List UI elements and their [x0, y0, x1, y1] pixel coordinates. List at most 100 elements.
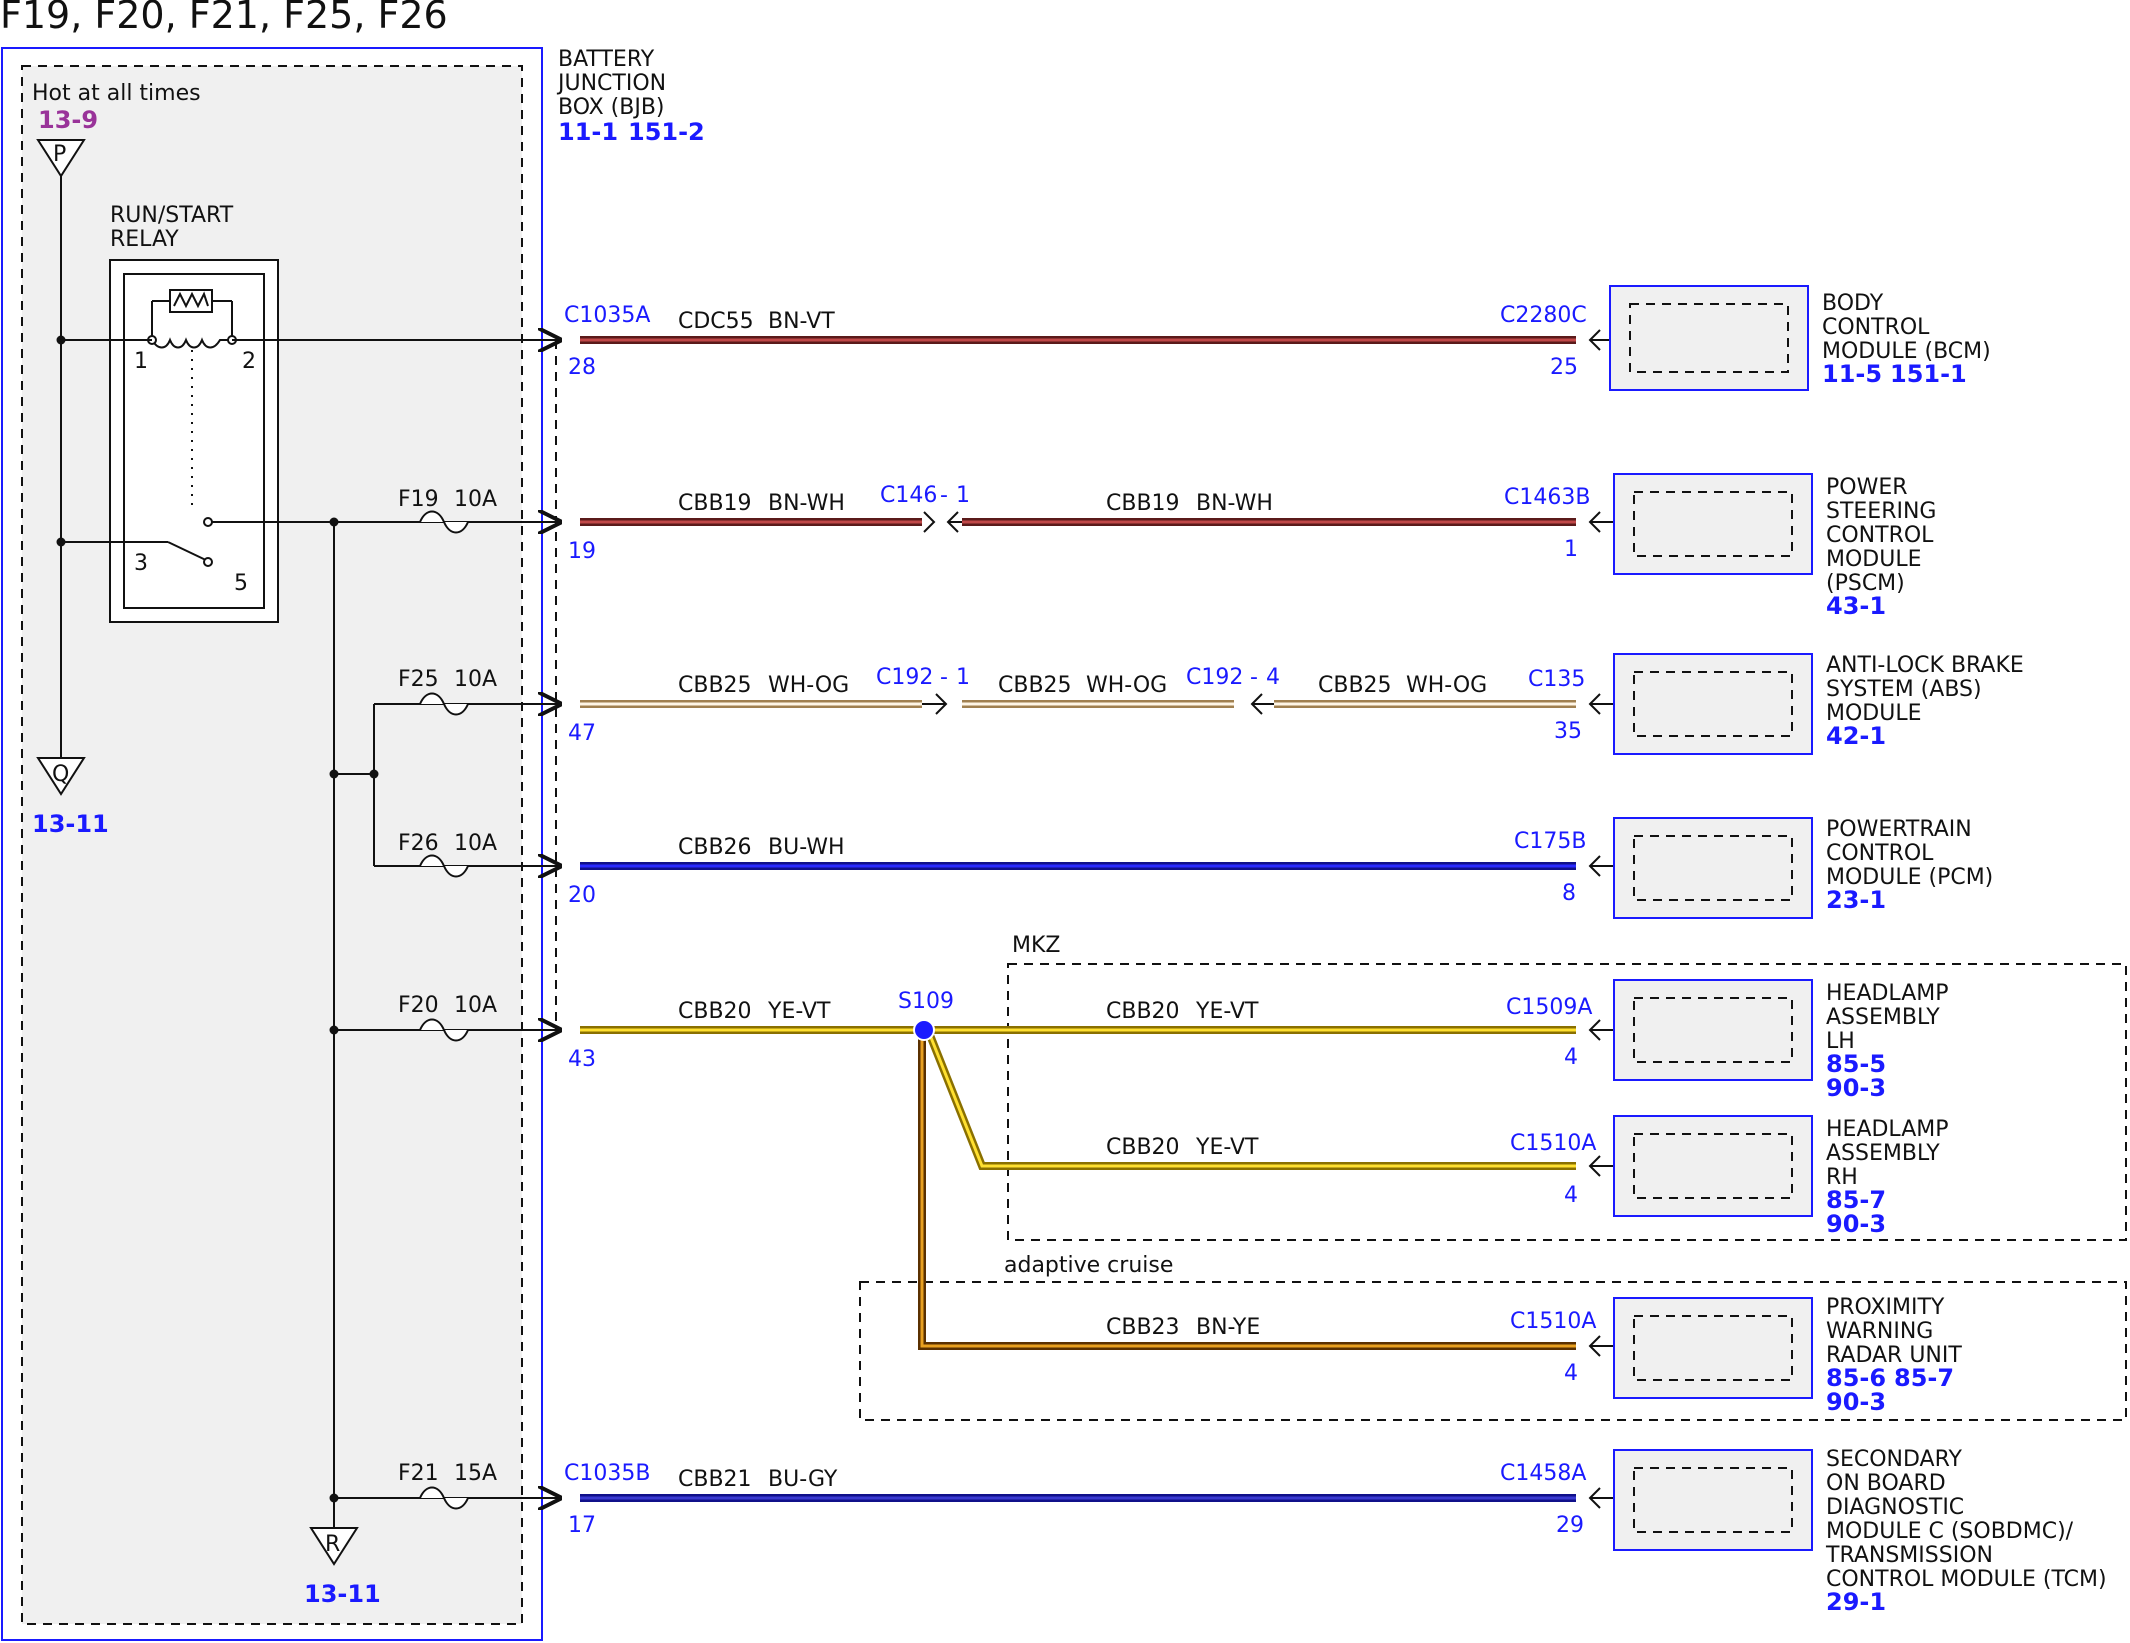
module-name: RADAR UNIT	[1826, 1343, 1962, 1368]
module-ref: 90-3	[1826, 1074, 1886, 1102]
module-name: CONTROL	[1826, 523, 1934, 548]
inline-connector: C146	[880, 483, 937, 508]
fuse-f20: F20 10A	[398, 993, 497, 1042]
module-ref: 90-3	[1826, 1210, 1886, 1238]
module-name: CONTROL	[1826, 841, 1934, 866]
bjb-outline	[1, 47, 543, 1641]
adaptive-option-box	[859, 1281, 2127, 1421]
module-name: PROXIMITY	[1826, 1295, 1945, 1320]
src-pin: 43	[568, 1047, 596, 1072]
module-pscm: POWER STEERING CONTROL MODULE (PSCM) 43-…	[1613, 473, 1936, 620]
fuse-rating: 10A	[454, 487, 497, 512]
circuit-cbb19: 19 CBB19 BN-WH C146 - 1 CBB19 BN-WH C146…	[568, 483, 1614, 564]
module-name: MODULE (PCM)	[1826, 865, 1993, 890]
wire-color: BN-WH	[1196, 491, 1273, 516]
dst-connector: C1509A	[1506, 995, 1592, 1020]
circuit-cdc55: C1035A 28 CDC55 BN-VT C2280C 25	[564, 303, 1610, 380]
src-pin: 47	[568, 721, 596, 746]
dst-pin: 8	[1562, 881, 1576, 906]
module-ref: 85-7	[1826, 1186, 1886, 1214]
src-pin: 20	[568, 883, 596, 908]
dst-pin: 29	[1556, 1513, 1584, 1538]
inline-pin: 4	[1266, 665, 1280, 690]
ref-r: 13-11	[304, 1580, 381, 1608]
module-name: DIAGNOSTIC	[1826, 1495, 1964, 1520]
module-name: (PSCM)	[1826, 571, 1905, 596]
module-ref: 85-7	[1894, 1364, 1954, 1392]
wire-color: BN-WH	[768, 491, 845, 516]
terminal-p-icon: P	[36, 139, 86, 178]
src-connector: C1035A	[564, 303, 650, 328]
module-name: ASSEMBLY	[1826, 1141, 1940, 1166]
relay-pin: 1	[134, 349, 148, 374]
splice-s109-icon	[913, 1019, 935, 1041]
wire-id: CBB25	[998, 673, 1072, 698]
module-name: POWER	[1826, 475, 1908, 500]
src-pin: 19	[568, 539, 596, 564]
fuse-f26: F26 10A	[398, 831, 497, 878]
module-name: ANTI-LOCK BRAKE	[1826, 653, 2024, 678]
wire-color: YE-VT	[1195, 999, 1259, 1024]
fuse-f25: F25 10A	[398, 667, 497, 716]
module-name: POWERTRAIN	[1826, 817, 1972, 842]
fuse-name: F20	[398, 993, 439, 1018]
module-name: ON BOARD	[1826, 1471, 1946, 1496]
src-pin: 17	[568, 1513, 596, 1538]
dst-connector: C1510A	[1510, 1309, 1596, 1334]
wire-color: YE-VT	[1195, 1135, 1259, 1160]
module-name: LH	[1826, 1029, 1855, 1054]
module-radar: PROXIMITY WARNING RADAR UNIT 85-6 85-7 9…	[1613, 1295, 1962, 1416]
wire-id: CBB26	[678, 835, 752, 860]
module-name: SYSTEM (ABS)	[1826, 677, 1982, 702]
relay-coil-icon	[147, 289, 237, 510]
bjb-name-line: JUNCTION	[556, 71, 666, 96]
module-headlamp-rh: HEADLAMP ASSEMBLY RH 85-7 90-3	[1613, 1115, 1949, 1238]
module-name: MODULE (BCM)	[1822, 339, 1991, 364]
relay-pin: 3	[134, 551, 148, 576]
dst-pin: 35	[1554, 719, 1582, 744]
wire-color: YE-VT	[767, 999, 831, 1024]
adaptive-label: adaptive cruise	[1004, 1253, 1173, 1278]
wire-color: WH-OG	[768, 673, 849, 698]
module-name: ASSEMBLY	[1826, 1005, 1940, 1030]
inline-dash: -	[1250, 665, 1258, 690]
terminal-r-icon: R	[309, 1527, 359, 1566]
ref-q: 13-11	[32, 810, 109, 838]
inline-dash: -	[940, 483, 948, 508]
relay-label: RELAY	[110, 227, 179, 252]
power-ref: 13-9	[38, 106, 98, 134]
module-name: MODULE C (SOBDMC)/	[1826, 1519, 2074, 1544]
inline-dash: -	[940, 665, 948, 690]
fuse-rating: 10A	[454, 993, 497, 1018]
mkz-option-box	[1007, 963, 2127, 1241]
relay-pin: 2	[242, 349, 256, 374]
fuse-name: F21	[398, 1461, 439, 1486]
module-name: HEADLAMP	[1826, 981, 1949, 1006]
dst-pin: 25	[1550, 355, 1578, 380]
wire-id: CBB25	[678, 673, 752, 698]
fuse-name: F25	[398, 667, 439, 692]
wire-id: CBB20	[1106, 1135, 1180, 1160]
module-pcm: POWERTRAIN CONTROL MODULE (PCM) 23-1	[1613, 817, 1993, 919]
module-ref: 85-6	[1826, 1364, 1886, 1392]
wire-id: CBB21	[678, 1467, 752, 1492]
bjb-ref: 11-1	[558, 118, 618, 146]
dst-connector: C2280C	[1500, 303, 1587, 328]
fuse-name: F26	[398, 831, 439, 856]
module-name: TRANSMISSION	[1825, 1543, 1993, 1568]
inline-pin: 1	[956, 483, 970, 508]
fuse-rating: 10A	[454, 667, 497, 692]
terminal-q-icon: Q	[36, 757, 86, 796]
module-name: BODY	[1822, 291, 1884, 316]
wire-id: CBB20	[1106, 999, 1180, 1024]
fuse-rating: 10A	[454, 831, 497, 856]
wire-color: BU-GY	[768, 1467, 838, 1492]
terminal-r-label: R	[325, 1532, 340, 1557]
module-ref: 11-5	[1822, 360, 1882, 388]
dst-pin: 4	[1564, 1183, 1578, 1208]
fuse-rating: 15A	[454, 1461, 497, 1486]
module-name: RH	[1826, 1165, 1858, 1190]
module-name: WARNING	[1826, 1319, 1933, 1344]
fuse-f19: F19 10A	[398, 487, 497, 534]
module-name: CONTROL	[1822, 315, 1930, 340]
